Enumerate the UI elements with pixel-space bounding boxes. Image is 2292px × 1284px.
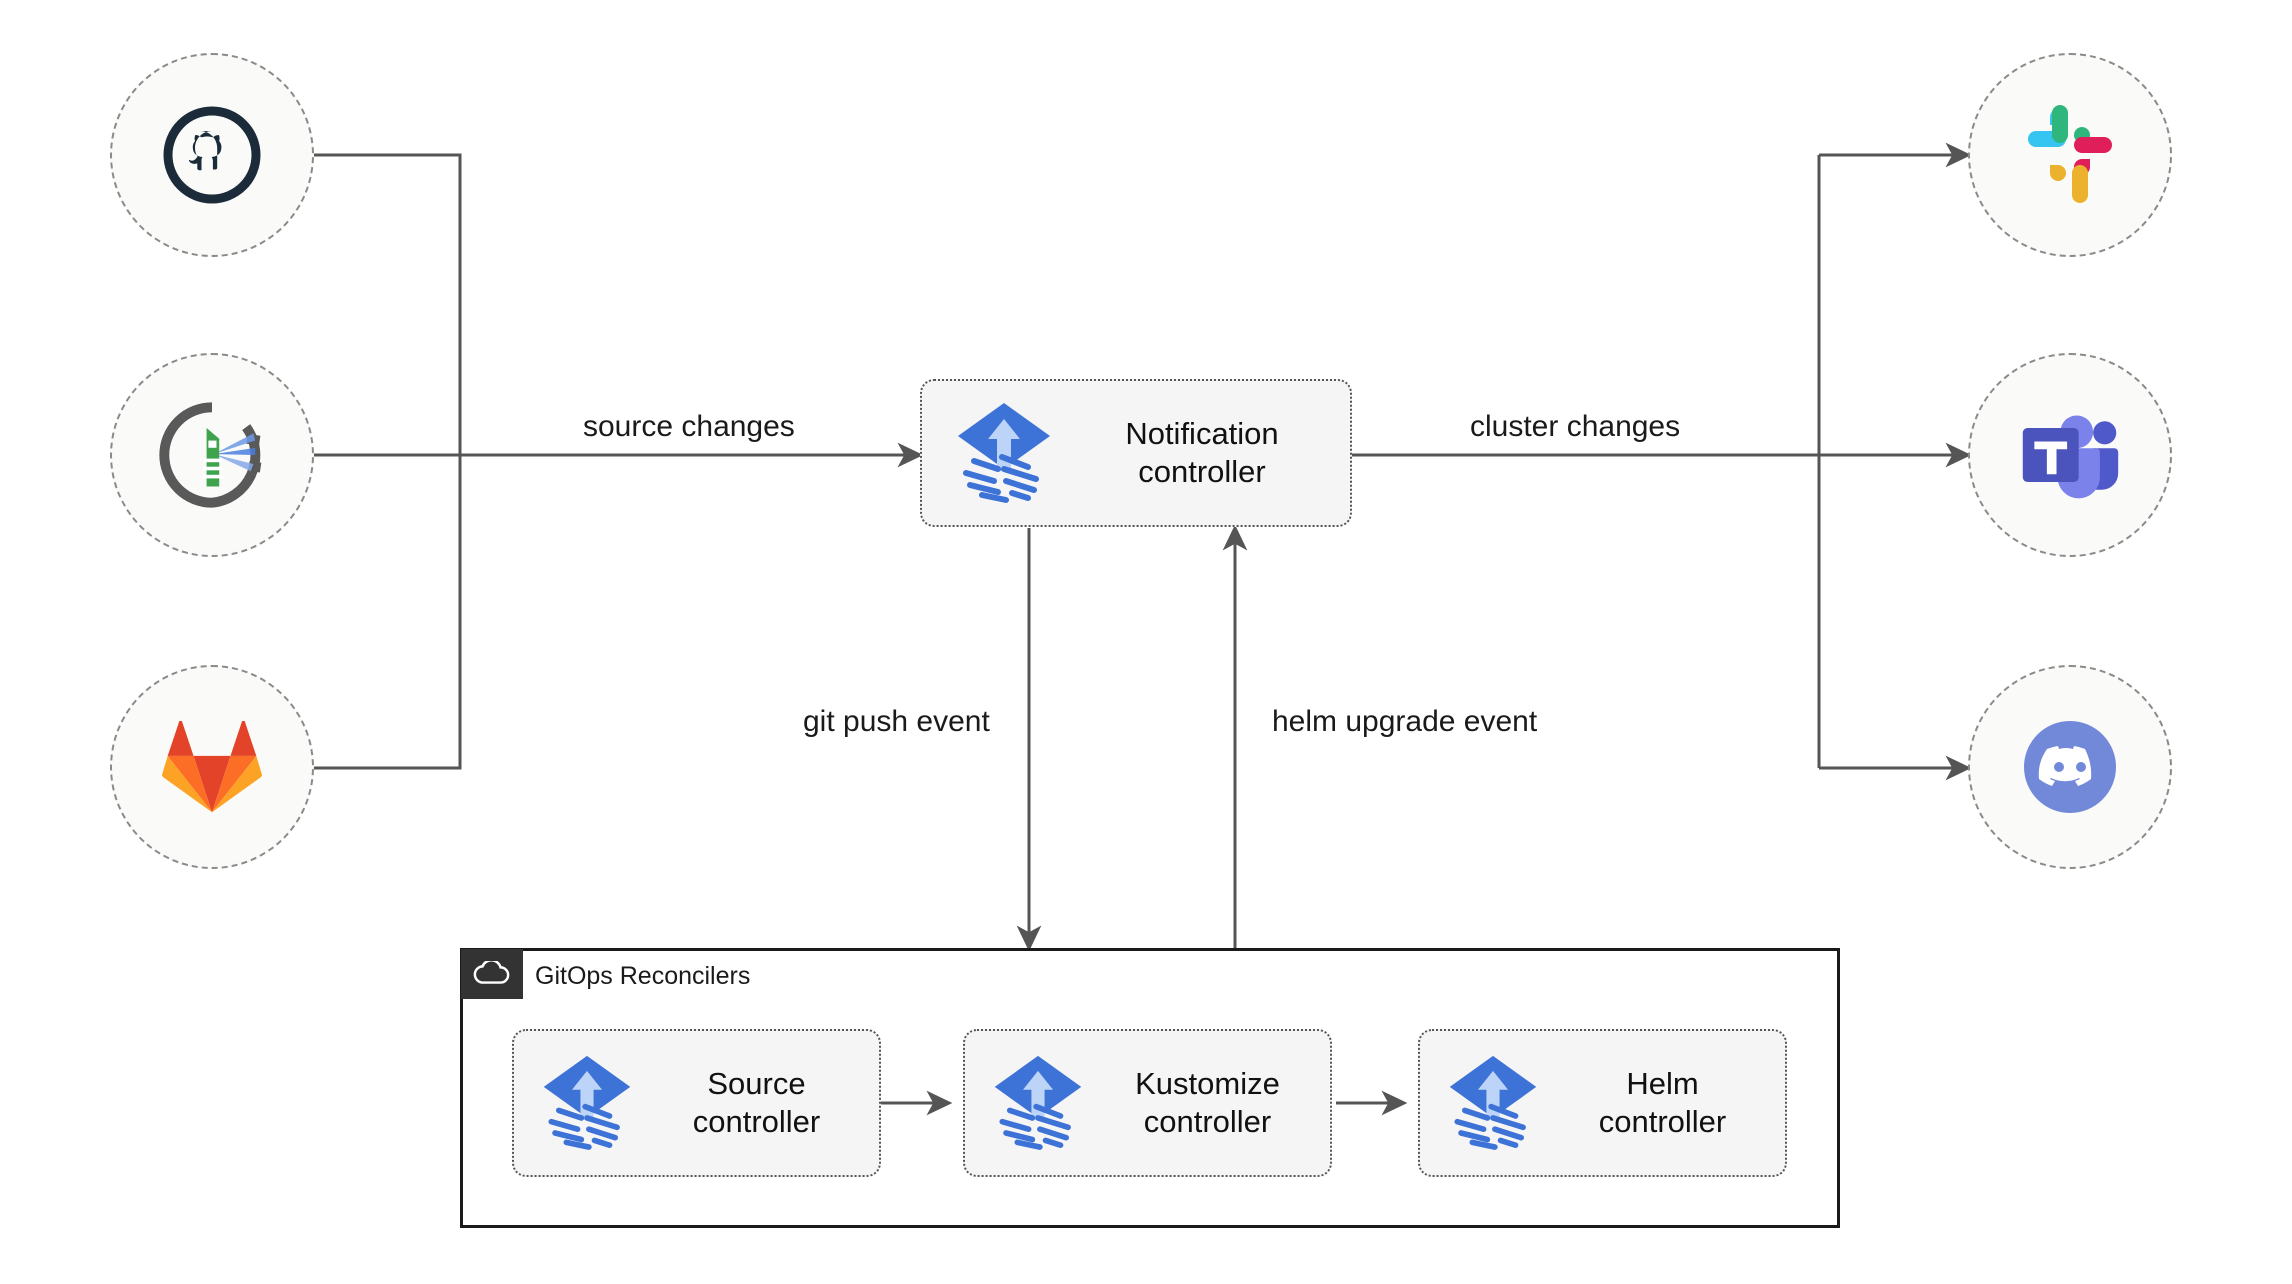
flux-controller-icon (540, 1052, 634, 1155)
edge-label-helm-upgrade-event: helm upgrade event (1272, 705, 1538, 738)
edge-label-source-changes: source changes (583, 410, 795, 443)
flux-controller-icon (954, 399, 1054, 508)
github-icon (163, 106, 261, 204)
destination-node-slack[interactable] (1968, 53, 2172, 257)
gitlab-icon (162, 720, 262, 813)
flux-controller-icon (1446, 1052, 1540, 1155)
flux-controller-icon (991, 1052, 1085, 1155)
microsoft-teams-icon (2022, 415, 2119, 499)
edge-label-git-push-event: git push event (803, 705, 990, 738)
edge-github-to-trunk (312, 153, 462, 455)
destination-node-teams[interactable] (1968, 353, 2172, 557)
cloud-icon (461, 949, 523, 999)
edge-gitlab-to-trunk (312, 455, 462, 770)
discord-icon (2024, 721, 2116, 813)
gitops-reconcilers-title: GitOps Reconcilers (535, 962, 751, 990)
gitops-reconcilers-group (460, 948, 1840, 1228)
source-node-gitlab[interactable] (110, 665, 314, 869)
edge-label-cluster-changes: cluster changes (1470, 410, 1681, 443)
destination-node-discord[interactable] (1968, 665, 2172, 869)
source-node-github[interactable] (110, 53, 314, 257)
source-node-flux[interactable] (110, 353, 314, 557)
flux-lighthouse-icon (159, 402, 262, 508)
slack-icon (2028, 105, 2112, 203)
